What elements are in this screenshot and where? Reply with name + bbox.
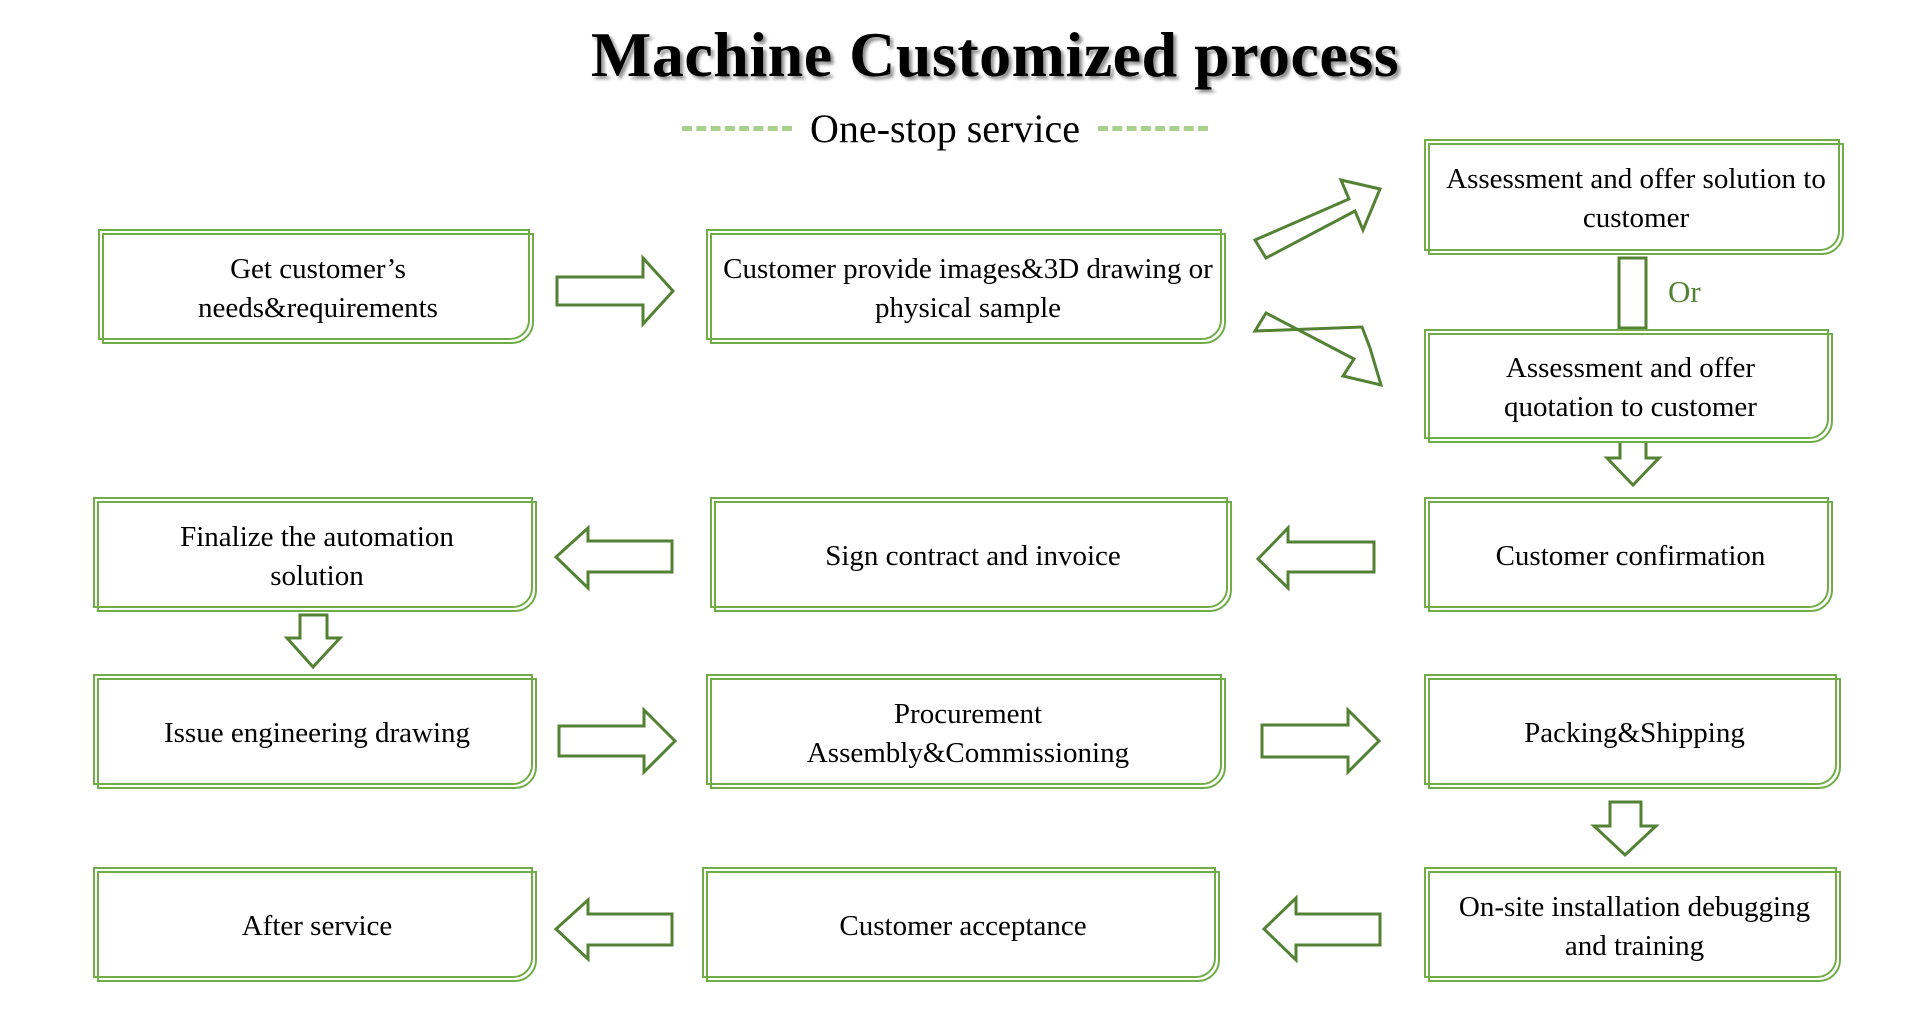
step-label: After service: [241, 910, 393, 943]
step-label: Customer confirmation: [1495, 540, 1766, 573]
step-label: Get customer’s needs&requirements: [198, 252, 438, 324]
step-finalize-solution: Finalize the automation solution: [93, 497, 537, 612]
arrow-left-icon: [1255, 524, 1376, 592]
step-assessment-quotation: Assessment and offer quotation to custom…: [1424, 329, 1833, 443]
step-after-service: After service: [93, 867, 537, 982]
arrow-right-icon: [555, 254, 676, 328]
arrow-up-right-icon: [1252, 177, 1383, 260]
step-label: Assessment and offer solution to custome…: [1446, 163, 1826, 234]
step-sign-contract: Sign contract and invoice: [710, 497, 1232, 612]
step-customer-confirmation: Customer confirmation: [1424, 497, 1833, 612]
step-assessment-solution: Assessment and offer solution to custome…: [1424, 139, 1844, 255]
page-title: Machine Customized process: [590, 19, 1400, 90]
step-label: Procurement Assembly&Commissioning: [806, 697, 1130, 769]
arrow-down-right-icon: [1252, 311, 1384, 388]
step-label: On-site installation debugging and train…: [1458, 890, 1811, 962]
step-label: Issue engineering drawing: [163, 717, 470, 750]
step-label: Customer provide images&3D drawing or ph…: [723, 252, 1213, 324]
step-onsite-installation: On-site installation debugging and train…: [1424, 867, 1841, 982]
subtitle: One-stop service: [810, 105, 1080, 151]
step-label: Customer acceptance: [839, 910, 1087, 943]
arrow-right-icon: [557, 706, 678, 776]
arrow-left-icon: [1261, 894, 1382, 964]
step-label: Finalize the automation solution: [180, 520, 454, 592]
step-customer-acceptance: Customer acceptance: [702, 867, 1220, 982]
or-connector: [1617, 256, 1648, 330]
step-get-needs: Get customer’s needs&requirements: [98, 229, 534, 344]
arrow-right-icon: [1260, 706, 1382, 776]
subtitle-dash-left: [682, 125, 793, 131]
arrow-left-icon: [553, 896, 674, 963]
step-procurement: Procurement Assembly&Commissioning: [706, 674, 1226, 789]
step-label: Packing&Shipping: [1524, 717, 1745, 750]
subtitle-dash-right: [1097, 125, 1208, 131]
step-label: Sign contract and invoice: [825, 540, 1121, 573]
arrow-down-icon: [283, 613, 344, 670]
arrow-down-icon: [1603, 438, 1663, 488]
arrow-left-icon: [553, 524, 674, 592]
step-customer-provide: Customer provide images&3D drawing or ph…: [706, 229, 1226, 344]
step-packing-shipping: Packing&Shipping: [1424, 674, 1841, 789]
or-label: Or: [1668, 274, 1701, 309]
arrow-down-icon: [1590, 800, 1660, 858]
step-label: Assessment and offer quotation to custom…: [1504, 352, 1757, 423]
subtitle-row: One-stop service: [675, 100, 1215, 156]
step-issue-drawing: Issue engineering drawing: [93, 674, 537, 789]
